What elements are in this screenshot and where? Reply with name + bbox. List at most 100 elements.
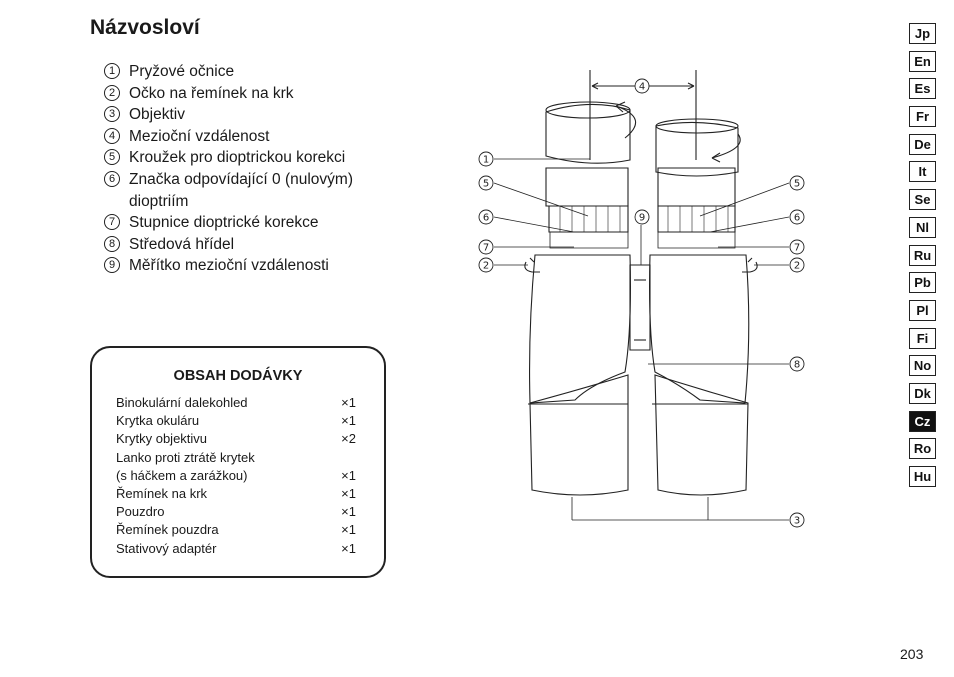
part-item: 6 Značka odpovídající 0 (nulovým) dioptri… [104,169,404,212]
callout-5-right-circle [789,175,805,191]
language-tab-pl[interactable]: Pl [909,299,936,321]
item-qty: ×2 [341,431,356,447]
language-tab-pb[interactable]: Pb [909,272,936,294]
contents-box: OBSAH DODÁVKY Binokulární dalekohled×1 K… [90,346,386,578]
callout-2-right-circle [789,257,805,273]
part-number: 2 [104,84,120,101]
part-number: 7 [104,214,120,231]
callout-5-right: 5 [794,179,800,190]
part-item: 2 Očko na řemínek na krk [104,83,404,105]
language-tab-de[interactable]: De [909,133,936,155]
callout-1-circle [478,151,494,167]
callout-7-right-circle [789,239,805,255]
part-number: 6 [104,170,120,187]
callout-2-left-circle [478,257,494,273]
left-rotation-arrow [615,105,637,139]
callout-3-circle [789,512,805,528]
contents-item: Řemínek na krk×1 [116,485,356,503]
center-hinge [629,264,651,351]
callout-6-right: 6 [794,213,800,224]
contents-item: Krytka okuláru ×1 [116,412,356,430]
language-tab-en[interactable]: En [909,50,936,72]
right-scale [657,231,736,249]
item-name: Pouzdro [116,504,165,520]
callout-6-right-circle [789,209,805,225]
contents-item: (s háčkem a zarážkou)×1 [116,467,356,485]
item-qty: ×1 [341,504,356,520]
part-label: Kroužek pro dioptrickou korekci [129,149,346,167]
right-eyecup [655,121,739,177]
part-number: 1 [104,63,120,79]
language-tab-nl[interactable]: Nl [909,216,936,238]
language-tab-ru[interactable]: Ru [909,244,936,266]
right-eyepiece-base [657,167,736,207]
language-tab-cz[interactable]: Cz [909,410,936,432]
callout-8-circle [789,356,805,372]
language-tab-es[interactable]: Es [909,78,936,100]
part-item: 7 Stupnice dioptrické korekce [104,212,404,234]
callout-9: 9 [639,213,645,224]
callout-6-left: 6 [483,213,489,224]
item-name: Stativový adaptér [116,540,217,556]
language-tab-dk[interactable]: Dk [909,382,936,404]
item-name: Krytka okuláru [116,413,200,429]
callout-7-right: 7 [794,243,800,254]
part-label: Stupnice dioptrické korekce [129,214,319,232]
part-item: 4 Mezioční vzdálenost [104,126,404,148]
part-label: Měřítko mezioční vzdálenosti [129,257,329,275]
language-tab-fr[interactable]: Fr [909,106,936,128]
callout-9-circle [634,209,650,225]
right-objective-tube [654,374,749,496]
callout-1: 1 [483,155,489,166]
language-tab-ro[interactable]: Ro [909,438,936,460]
left-body-outline [529,254,631,404]
part-item: 3 Objektiv [104,104,404,126]
part-label: Očko na řemínek na krk [129,84,294,102]
part-item: 8 Středová hřídel [104,234,404,256]
language-tab-fi[interactable]: Fi [909,327,936,349]
item-qty: ×1 [341,467,356,483]
contents-item: Krytky objektivu ×2 [116,430,356,448]
contents-title: OBSAH DODÁVKY [173,368,303,384]
contents-list: Binokulární dalekohled×1 Krytka okuláru ×… [116,394,356,558]
item-qty: ×1 [341,395,356,410]
callout-4-circle [634,78,650,94]
callout-4: 4 [639,82,645,93]
callout-2-right: 2 [794,261,800,272]
part-number: 4 [104,127,120,144]
part-number: 3 [104,106,120,123]
item-qty: ×1 [341,540,356,556]
language-tab-hu[interactable]: Hu [909,466,936,487]
callout-3: 3 [794,516,800,527]
part-number: 8 [104,235,120,252]
language-tab-jp[interactable]: Jp [909,23,936,44]
part-item: 5 Kroužek pro dioptrickou korekci [104,147,404,169]
contents-item: Stativový adaptér ×1 [116,540,356,558]
item-qty: ×1 [341,413,356,429]
callout-5-left: 5 [483,179,489,190]
part-label: Mezioční vzdálenost [129,127,270,145]
left-scale [549,231,629,249]
contents-item: Binokulární dalekohled×1 [116,394,356,412]
left-objective-tube [529,374,629,496]
item-qty: ×1 [341,522,356,538]
binoculars-diagram: 4 1 5 6 7 2 9 5 6 7 2 8 3 [478,70,805,528]
page-number: 203 [900,646,924,662]
part-number: 5 [104,149,120,166]
language-tab-it[interactable]: It [909,161,936,183]
part-label: Značka odpovídající 0 (nulovým) dioptrií… [129,170,353,210]
contents-item: Řemínek pouzdra ×1 [116,521,356,539]
item-name: Lanko proti ztrátě krytek [116,449,255,465]
language-tab-se[interactable]: Se [909,189,936,211]
left-eyecup [545,103,631,164]
item-name: Krytky objektivu [116,431,208,447]
contents-item: Lanko proti ztrátě krytek [116,449,356,467]
item-name: Řemínek pouzdra [116,522,219,538]
part-label: Objektiv [129,106,185,124]
part-label: Středová hřídel [129,235,235,253]
right-body-outline [649,254,750,404]
language-tab-no[interactable]: No [909,355,936,377]
language-tabs: Jp En Es Fr De It Se Nl Ru Pb Pl Fi No D… [909,23,936,494]
